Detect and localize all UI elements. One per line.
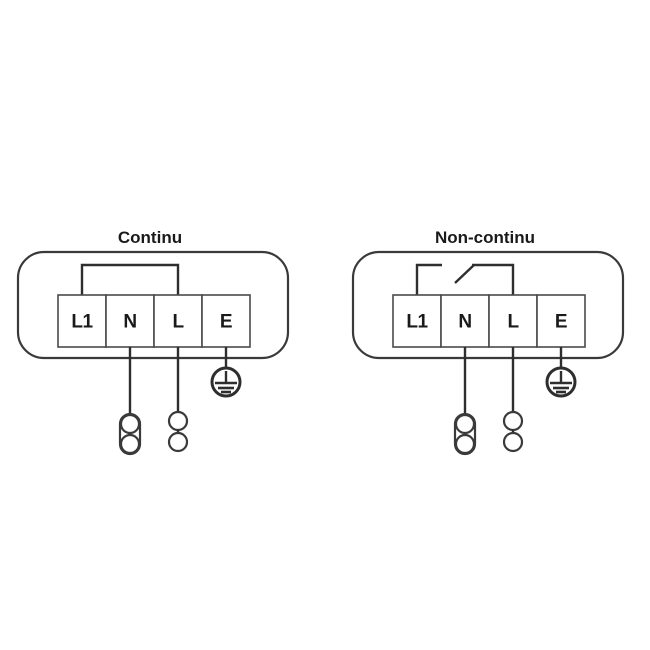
terminal-label-l1: L1 <box>406 312 428 333</box>
terminal-label-e: E <box>555 312 567 333</box>
diagram-title-non-continu: Non-continu <box>435 228 535 247</box>
continuous-link-bridge <box>80 263 180 295</box>
connector-circle-upper <box>502 410 524 432</box>
terminal-label-l: L <box>172 312 184 333</box>
diagram-title-continu: Continu <box>118 228 182 247</box>
connector-circle-lower <box>502 431 524 453</box>
connector-live[interactable] <box>502 410 524 453</box>
diagram-non-continu: Non-continu L1 N L E <box>351 228 625 456</box>
connector-neutral[interactable] <box>118 412 142 456</box>
switch-left-contact <box>415 263 442 295</box>
connector-circle-upper <box>119 413 141 435</box>
switch-blade[interactable] <box>454 264 475 284</box>
earth-symbol <box>545 366 577 398</box>
connector-circle-upper <box>167 410 189 432</box>
terminal-cell-e[interactable] <box>201 294 251 348</box>
terminal-label-l1: L1 <box>71 312 93 333</box>
switch-right-contact <box>472 263 515 295</box>
connector-circle-upper <box>454 413 476 435</box>
connector-neutral[interactable] <box>453 412 477 456</box>
terminal-cell-l1[interactable] <box>57 294 107 348</box>
earth-symbol <box>210 366 242 398</box>
terminal-label-n: N <box>123 312 136 333</box>
terminal-cell-e[interactable] <box>536 294 586 348</box>
connector-circle-lower <box>454 433 476 455</box>
connector-circle-lower <box>119 433 141 455</box>
terminal-label-l: L <box>507 312 519 333</box>
connector-circle-lower <box>167 431 189 453</box>
terminal-label-n: N <box>458 312 471 333</box>
terminal-label-e: E <box>220 312 232 333</box>
connector-live[interactable] <box>167 410 189 453</box>
diagram-continu: Continu L1 N L E <box>16 228 290 456</box>
